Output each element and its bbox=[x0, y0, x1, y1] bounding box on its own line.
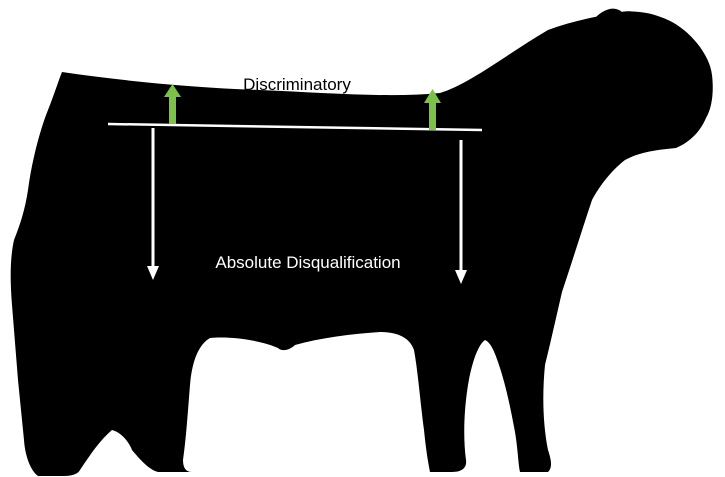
discriminatory-label: Discriminatory bbox=[243, 75, 351, 94]
steer-silhouette bbox=[11, 11, 713, 476]
absolute-disqualification-label: Absolute Disqualification bbox=[215, 253, 400, 272]
